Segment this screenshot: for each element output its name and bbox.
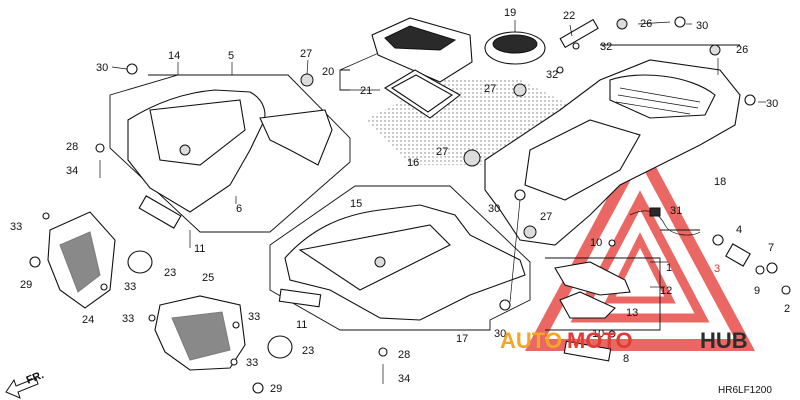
callout-29a: 29	[20, 279, 32, 291]
wire-harness-31	[629, 207, 701, 236]
callout-8: 8	[623, 353, 629, 365]
callout-13: 13	[626, 307, 638, 319]
callout-17: 17	[456, 333, 468, 345]
callout-21: 21	[360, 85, 372, 97]
lid-20	[371, 17, 473, 83]
callout-15: 15	[350, 198, 362, 210]
callout-1: 1	[666, 262, 672, 274]
callout-9: 9	[754, 285, 760, 297]
watermark-logo	[524, 137, 756, 351]
callout-30e: 30	[494, 328, 506, 340]
lamp-socket-4	[712, 234, 751, 267]
callout-7: 7	[768, 242, 774, 254]
callout-4: 4	[736, 224, 742, 236]
gasket-21	[383, 69, 461, 119]
callout-6: 6	[236, 203, 242, 215]
callout-33d: 33	[248, 311, 260, 323]
rear-fender-18	[484, 59, 741, 246]
side-cover-center	[278, 204, 526, 321]
watermark-moto: MOTO	[567, 328, 633, 353]
callout-27b: 27	[484, 83, 496, 95]
watermark-hub: HUB	[700, 328, 748, 353]
diagram-code: HR6LF1200	[718, 385, 772, 396]
callout-34a: 34	[66, 165, 78, 177]
callout-22: 22	[563, 10, 575, 22]
callout-30c: 30	[766, 98, 778, 110]
bracket-8	[563, 340, 612, 362]
callout-26b: 26	[736, 44, 748, 56]
callout-29b: 29	[270, 383, 282, 395]
callout-30a: 30	[96, 62, 108, 74]
callout-12: 12	[660, 285, 672, 297]
callout-32a: 32	[600, 41, 612, 53]
mud-guard-24	[47, 211, 116, 309]
watermark-text: AUTO MOTO HUB	[500, 328, 748, 353]
callout-27d: 27	[540, 211, 552, 223]
callout-31: 31	[670, 205, 682, 217]
rear-fender-cover	[127, 89, 333, 229]
callout-11b: 11	[296, 319, 307, 331]
callout-16: 16	[407, 157, 419, 169]
callout-labels: 1 2 3 4 5 6 7 8 9 10 10 11 11 12 13 14 1…	[10, 7, 790, 395]
callout-23b: 23	[302, 345, 314, 357]
callout-14: 14	[168, 50, 180, 62]
callout-5: 5	[228, 50, 234, 62]
callout-11a: 11	[194, 243, 205, 255]
callout-23a: 23	[164, 267, 176, 279]
callout-33c: 33	[122, 313, 134, 325]
rings-23	[127, 250, 293, 359]
callout-27c: 27	[436, 146, 448, 158]
callout-3: 3	[714, 263, 720, 275]
callout-24: 24	[82, 314, 94, 326]
strap-22	[559, 18, 599, 49]
callout-32b: 32	[546, 69, 558, 81]
leader-lines	[111, 20, 766, 303]
callout-33b: 33	[124, 281, 136, 293]
callout-30b: 30	[696, 20, 708, 32]
reflector-12	[554, 261, 631, 296]
mud-guard-25	[154, 295, 246, 371]
callout-30d: 30	[488, 203, 500, 215]
callout-25: 25	[202, 272, 214, 284]
group-frame-center	[269, 185, 531, 331]
callout-34b: 34	[398, 373, 410, 385]
watermark-auto: AUTO	[500, 328, 562, 353]
callout-28b: 28	[398, 349, 410, 361]
callout-27a: 27	[300, 48, 312, 60]
callout-33a: 33	[10, 221, 22, 233]
reflector-13	[559, 291, 616, 319]
callout-33e: 33	[246, 357, 258, 369]
callout-2: 2	[784, 303, 790, 315]
callout-28a: 28	[66, 141, 78, 153]
callout-26a: 26	[640, 18, 652, 30]
group-frame-lower-right	[545, 229, 700, 331]
callout-18: 18	[714, 176, 726, 188]
front-direction-arrow: FR.	[5, 369, 46, 399]
small-parts-7-9-2	[755, 262, 791, 295]
callout-20: 20	[322, 66, 334, 78]
meter-19	[484, 31, 546, 65]
direction-label: FR.	[25, 369, 46, 387]
callout-19: 19	[504, 7, 516, 19]
fasteners	[29, 16, 756, 394]
callout-10b: 10	[592, 328, 604, 340]
callout-10a: 10	[590, 237, 602, 249]
